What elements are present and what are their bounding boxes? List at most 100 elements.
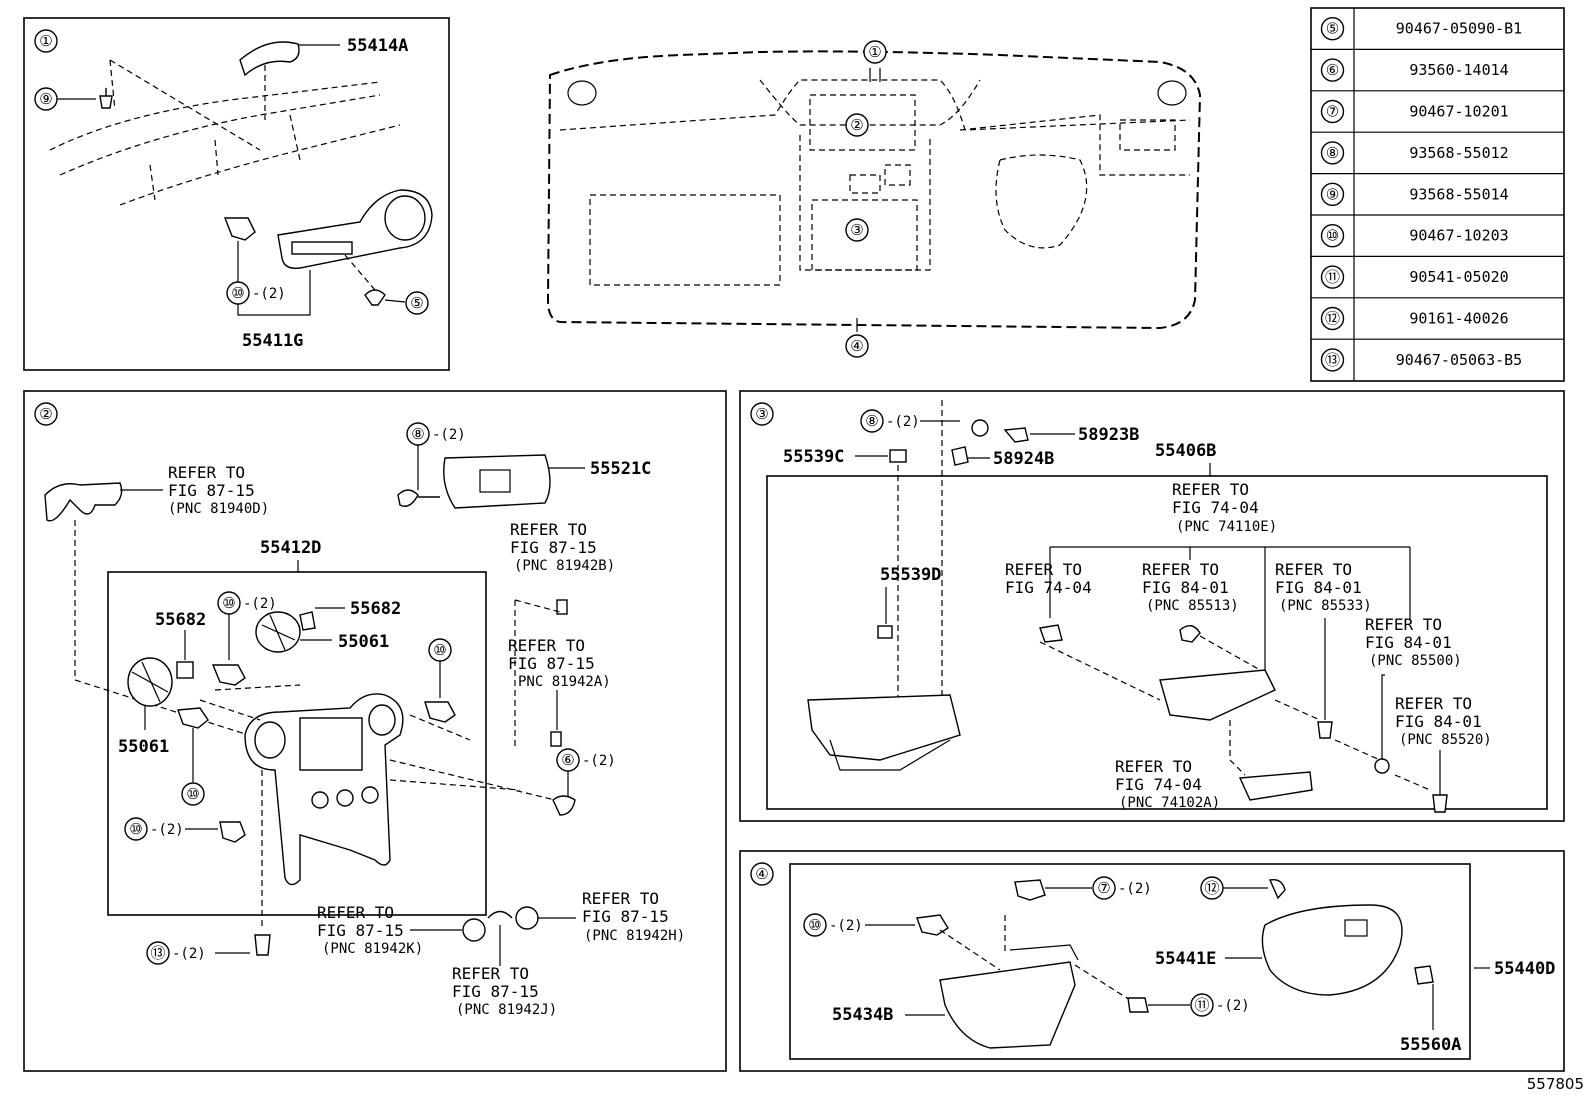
part-label-55539c: 55539C [783, 447, 844, 467]
screw-9-icon [99, 88, 113, 109]
clip-10c-icon [177, 707, 209, 729]
ref-81942a-l3: PNC 81942A) [518, 674, 611, 690]
part-label-55682-left: 55682 [155, 610, 206, 630]
part-label-55441e: 55441E [1155, 949, 1216, 969]
fastener-5-label: ⑤ [410, 294, 423, 312]
ref-74102a-l1: REFER TO [1115, 757, 1192, 776]
bulb-85513-icon [1179, 625, 1201, 643]
socket-85520-icon [1432, 794, 1448, 813]
ref-85500-l2: FIG 84-01 [1365, 633, 1452, 652]
fastener-10b-label: ⑩ [433, 641, 446, 659]
fastener-11-label: ⑪ [1194, 996, 1209, 1014]
part-label-55434b: 55434B [832, 1005, 893, 1025]
fastener-12-label: ⑫ [1204, 879, 1219, 897]
table-part-number-8: 90467-05063-B5 [1396, 351, 1522, 369]
panel-2-id: ② [39, 405, 52, 423]
tray-74102a-shape [1238, 771, 1313, 801]
screw-13-icon [254, 934, 271, 956]
table-ref-8: ⑬ [1325, 351, 1340, 369]
ring-81942h-icon [515, 906, 539, 930]
ref-85500-l1: REFER TO [1365, 615, 1442, 634]
fastener-10e-label: ⑩ [808, 916, 821, 934]
part-label-55411g: 55411G [242, 331, 303, 351]
clip-55682-right-icon [299, 611, 316, 631]
part-label-58924b: 58924B [993, 449, 1054, 469]
table-part-number-2: 90467-10201 [1409, 103, 1508, 121]
ref-85500-l3: (PNC 85500) [1369, 653, 1462, 669]
fastener-10a-qty: -(2) [243, 596, 277, 612]
overview-callout-2: ② [850, 116, 863, 134]
table-part-number-3: 93568-55012 [1409, 144, 1508, 162]
ref-85533-l2: FIG 84-01 [1275, 578, 1362, 597]
fastener-13-label: ⑬ [150, 944, 165, 962]
ref-81942j-l3: (PNC 81942J) [456, 1002, 557, 1018]
table-ref-6: ⑪ [1325, 268, 1340, 286]
panel-1-border [23, 17, 450, 371]
screw-8b-icon [971, 419, 989, 437]
table-ref-7: ⑫ [1325, 310, 1340, 328]
part-label-58923b: 58923B [1078, 425, 1139, 445]
ref-85520-l2: FIG 84-01 [1395, 712, 1482, 731]
ref-81942k-l1: REFER TO [317, 903, 394, 922]
fastener-7-qty: -(2) [1118, 881, 1152, 897]
switch-panel-55521c-shape [443, 454, 551, 509]
fastener-8b-label: ⑧ [865, 412, 878, 430]
ref-fig7404-l1: REFER TO [1005, 560, 1082, 579]
ref-81942j-l1: REFER TO [452, 964, 529, 983]
panel-1: ① 55414A ⑨ ⑩ -(2) 55411G ⑤ [23, 17, 450, 371]
panel-4-id: ④ [755, 865, 768, 883]
part-label-55560a: 55560A [1400, 1035, 1461, 1055]
panel-1-callout [34, 29, 58, 53]
clip-10a-icon [211, 664, 246, 686]
dash-top-outline [49, 81, 381, 151]
ref-85513-l3: (PNC 85513) [1146, 598, 1239, 614]
ref-81942a-l1: REFER TO [508, 636, 585, 655]
diagram-id: 557805 [1526, 1075, 1584, 1093]
switch-base-55406b-shape [1159, 669, 1276, 721]
part-label-55414a: 55414A [347, 36, 408, 56]
dash-top-outline-2 [59, 94, 381, 176]
ref-85520-l3: (PNC 85520) [1399, 732, 1492, 748]
panel-3-border [739, 390, 1565, 822]
fastener-13-qty: -(2) [172, 946, 206, 962]
overview-callout-1: ① [868, 43, 881, 61]
ref-85513-l1: REFER TO [1142, 560, 1219, 579]
ref-85533-l1: REFER TO [1275, 560, 1352, 579]
panel-3-id: ③ [755, 405, 768, 423]
part-label-55539d: 55539D [880, 565, 941, 585]
socket-85533-icon [1317, 721, 1333, 739]
part-label-55682-right: 55682 [350, 599, 401, 619]
table-part-number-1: 93560-14014 [1409, 61, 1508, 79]
fastener-10d-qty: -(2) [150, 822, 184, 838]
dash-ribs [149, 114, 301, 201]
fastener-10c-label: ⑩ [186, 785, 199, 803]
ref-74110e-l2: FIG 74-04 [1172, 498, 1259, 517]
dashboard-overview: ① ② ③ ④ [546, 40, 1202, 358]
panel-4-border [739, 850, 1565, 1072]
table-part-number-6: 90541-05020 [1409, 268, 1508, 286]
fastener-11-qty: -(2) [1216, 998, 1250, 1014]
panel-2-border [23, 390, 727, 1072]
ref-85533-l3: (PNC 85533) [1279, 598, 1372, 614]
ref-fig7404-l2: FIG 74-04 [1005, 578, 1092, 597]
panel-2: ② REFER TO FIG 87-15 (PNC 81940D) ⑧ -(2)… [23, 390, 727, 1072]
fastener-7-label: ⑦ [1097, 879, 1110, 897]
screw-6-icon [552, 795, 576, 816]
ref-74110e-l1: REFER TO [1172, 480, 1249, 499]
overview-callout-3: ③ [850, 221, 863, 239]
fastener-10-qty: -(2) [252, 286, 286, 302]
ref-81942b-l2: FIG 87-15 [510, 538, 597, 557]
table-ref-2: ⑦ [1326, 103, 1339, 121]
ref-81942j-l2: FIG 87-15 [452, 982, 539, 1001]
ring-81942k-icon [462, 918, 486, 942]
lower-panel-box [766, 475, 1548, 810]
ref-74102a-l2: FIG 74-04 [1115, 775, 1202, 794]
duct-81940d-shape [44, 482, 123, 522]
part-label-55440d: 55440D [1494, 959, 1555, 979]
table-part-number-5: 90467-10203 [1409, 227, 1508, 245]
cluster-panel-box [107, 571, 487, 916]
panel-1-id: ① [39, 32, 52, 50]
ref-81942k-l3: (PNC 81942K) [322, 941, 423, 957]
